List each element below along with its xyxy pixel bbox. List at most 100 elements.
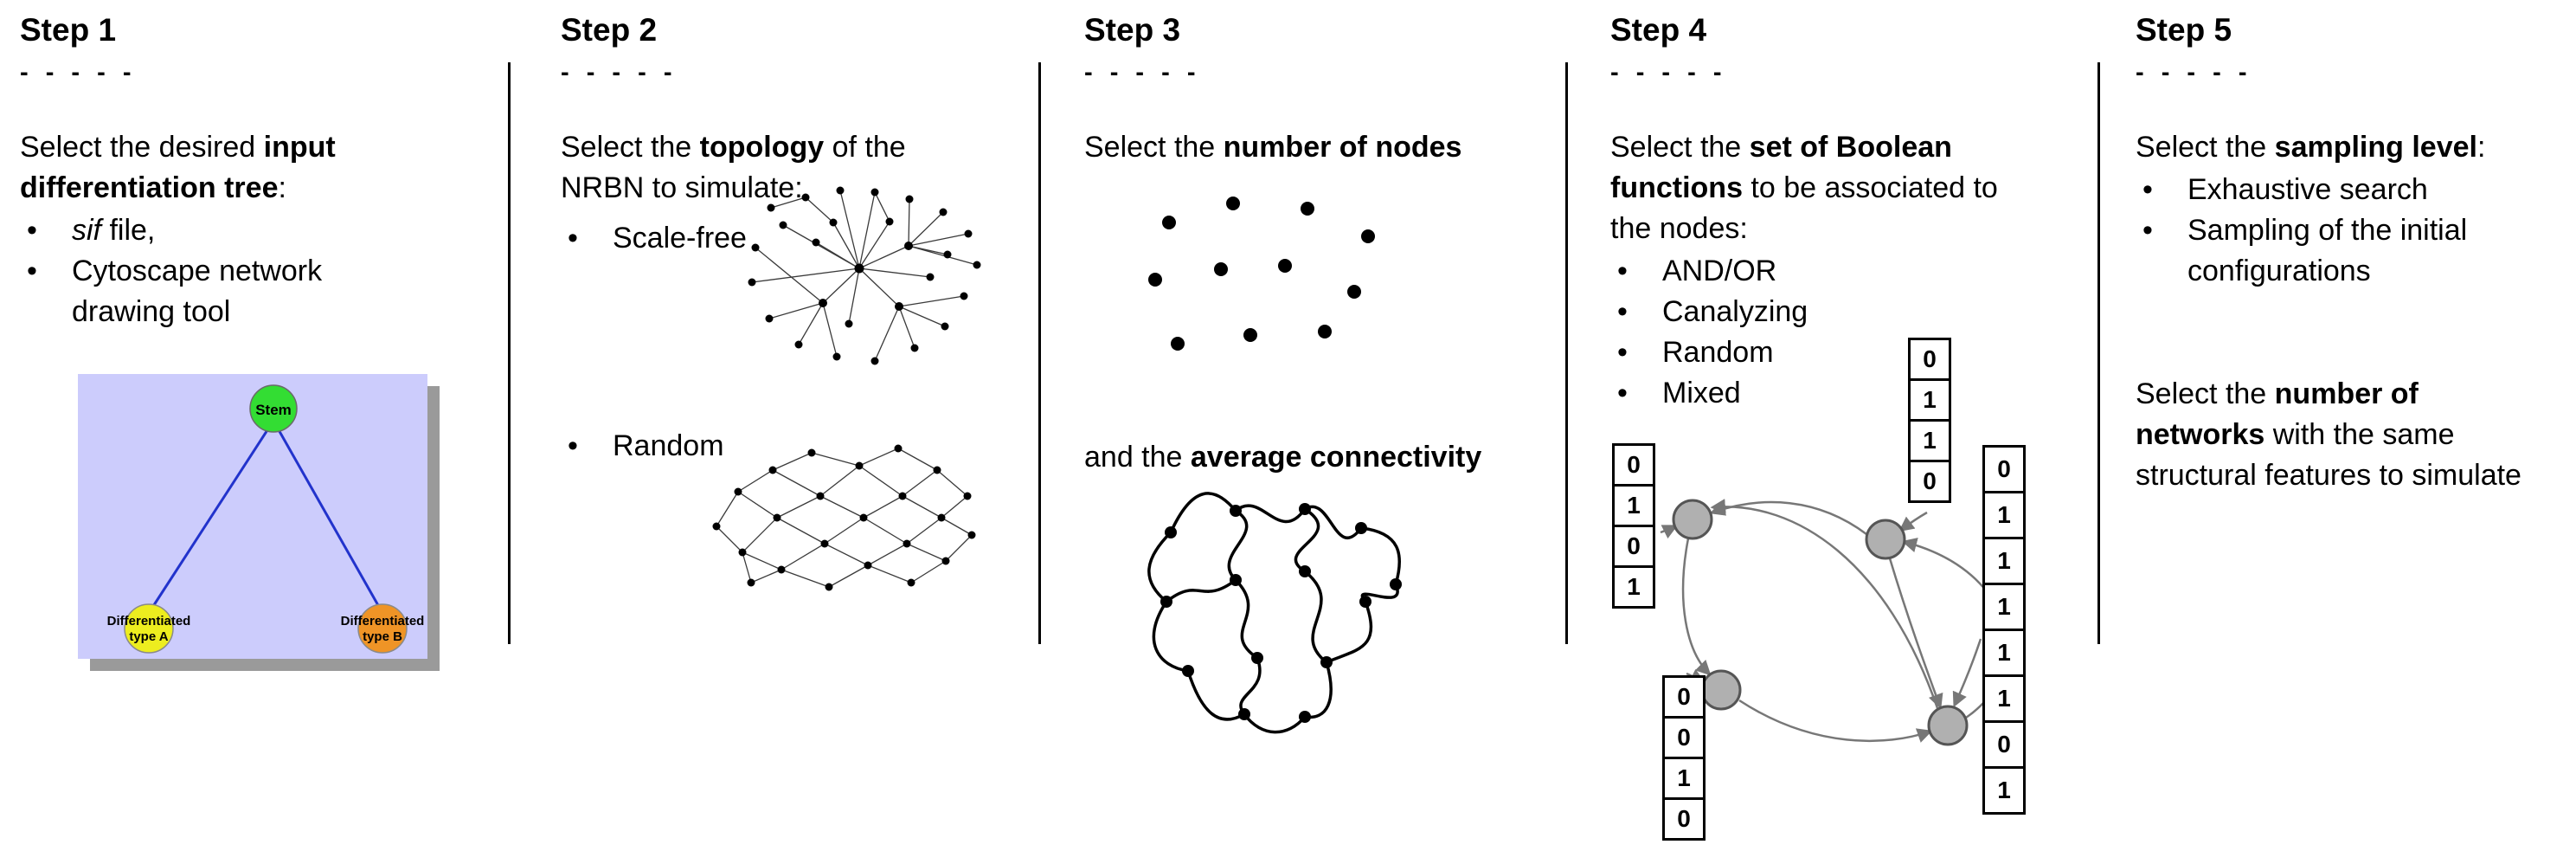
text-segment: NRBN to simulate: [561, 171, 803, 204]
differentiation-tree-illustration: Stem Differentiated type A Differentiate… [78, 374, 440, 671]
truth-table-cell: 1 [1612, 565, 1655, 609]
truth-table-cell: 0 [1612, 525, 1655, 568]
text-segment: Select the [2136, 377, 2275, 410]
type-b-node [357, 603, 408, 654]
step-3-column: Step 3 - - - - - Select the number of no… [1084, 0, 1577, 851]
truth-table-cell: 1 [1612, 484, 1655, 527]
scattered-nodes-illustration [1148, 197, 1375, 351]
type-a-node [124, 603, 174, 654]
text-segment: Select the [1610, 131, 1750, 164]
truth-table-cell: 0 [1908, 460, 1951, 503]
text-segment: and the [1084, 441, 1191, 474]
step-title: Step 1 [20, 12, 117, 48]
graph-edges [1147, 492, 1402, 734]
truth-table-cell: 1 [1982, 766, 2026, 815]
bullet-sampling: Sampling of the initial configurations [2136, 210, 2573, 292]
column-divider [1565, 62, 1568, 644]
truth-table-cell: 1 [1662, 757, 1706, 800]
truth-table-top: 0 1 1 0 [1908, 338, 1951, 503]
bullet-text: Mixed [1662, 377, 1741, 409]
bullet-text: Scale-free [613, 222, 747, 255]
bullet-and-or: AND/OR [1610, 251, 2030, 292]
text-segment: drawing tool [72, 295, 231, 328]
column-divider [508, 62, 511, 644]
node-dots [1148, 197, 1375, 351]
step-3-second-text: and the average connectivity [1084, 437, 1577, 478]
truth-table-cell: 0 [1982, 720, 2026, 769]
step-5-intro: Select the sampling level: [2136, 127, 2573, 168]
step-title: Step 4 [1610, 12, 1707, 48]
step-4-column: Step 4 - - - - - Select the set of Boole… [1610, 0, 2099, 851]
text-segment-bold: set of Boolean [1749, 131, 1952, 164]
text-segment: Cytoscape network [72, 255, 323, 287]
dashed-separator: - - - - - [561, 59, 678, 87]
scale-free-network-illustration [748, 186, 981, 365]
text-segment: configurations [2187, 255, 2371, 287]
truth-table-cell: 0 [1612, 443, 1655, 487]
text-segment-italic: sif [72, 214, 101, 247]
text-segment: with the same [2264, 418, 2455, 451]
network-edges [716, 448, 973, 588]
stem-node [249, 384, 298, 433]
network-nodes [712, 444, 976, 591]
step-4-intro: Select the set of Boolean functions to b… [1610, 127, 2030, 249]
truth-table-cell: 1 [1982, 491, 2026, 539]
step-2-column: Step 2 - - - - - Select the topology of … [561, 0, 1019, 851]
text-segment: structural features to simulate [2136, 459, 2521, 492]
text-segment: Select the [1084, 131, 1224, 164]
truth-table-cell: 1 [1982, 583, 2026, 631]
dashed-separator: - - - - - [2136, 59, 2252, 87]
step-5-second-text: Select the number of networks with the s… [2136, 374, 2573, 496]
text-segment: : [278, 171, 286, 204]
bullet-scale-free: Scale-free [561, 218, 838, 259]
truth-table-cell: 1 [1982, 674, 2026, 723]
bullet-text: Exhaustive search [2187, 173, 2428, 206]
step-2-intro: Select the topology of the NRBN to simul… [561, 127, 954, 209]
bullet-text: sif file, [72, 210, 396, 251]
text-segment: file, [101, 214, 156, 247]
text-segment-bold: number of [2274, 377, 2419, 410]
type-a-label-line1: Differentiated [107, 614, 191, 629]
text-segment: Sampling of the initial [2187, 214, 2468, 247]
step-1-column: Step 1 - - - - - Select the desired inpu… [20, 0, 504, 851]
column-divider [2097, 62, 2100, 644]
type-b-label-line1: Differentiated [341, 614, 425, 629]
text-segment-bold: topology [699, 131, 825, 164]
text-segment-bold: differentiation tree [20, 171, 279, 204]
text-segment-bold: networks [2136, 418, 2265, 451]
truth-table-cell: 1 [1908, 419, 1951, 462]
text-segment: Select the [2136, 131, 2275, 164]
stem-label: Stem [255, 402, 292, 418]
bullet-text: AND/OR [1662, 255, 1777, 287]
text-segment: the nodes: [1610, 212, 1748, 245]
random-network-illustration [712, 444, 976, 591]
tree-edge-a [147, 420, 275, 614]
text-segment: to be associated to [1742, 171, 1998, 204]
step-title: Step 2 [561, 12, 658, 48]
graph-nodes [1160, 503, 1402, 723]
truth-table-cell: 0 [1982, 445, 2026, 493]
text-segment: Select the [561, 131, 700, 164]
bullet-text: Cytoscape network drawing tool [72, 251, 396, 332]
step-3-intro: Select the number of nodes [1084, 127, 1577, 168]
truth-table-cell: 1 [1982, 537, 2026, 585]
tree-edge-b [272, 420, 384, 614]
text-segment-bold: input [263, 131, 336, 164]
step-1-intro: Select the desired input differentiation… [20, 127, 396, 209]
text-segment: : [2476, 131, 2486, 164]
text-segment-bold: number of nodes [1223, 131, 1462, 164]
connected-graph-illustration [1147, 492, 1402, 734]
dashed-separator: - - - - - [1084, 59, 1201, 87]
text-segment-bold: functions [1610, 171, 1743, 204]
step-title: Step 5 [2136, 12, 2232, 48]
truth-table-left: 0 1 0 1 [1612, 443, 1655, 609]
truth-table-cell: 0 [1662, 675, 1706, 719]
truth-table-right: 0 1 1 1 1 1 0 1 [1982, 445, 2026, 815]
bullet-random: Random [1610, 332, 2030, 373]
bullet-sif-file: sif file, [20, 210, 396, 251]
bullet-random: Random [561, 426, 838, 467]
text-segment: Select the desired [20, 131, 264, 164]
type-a-label-line2: type A [129, 629, 168, 644]
step-5-column: Step 5 - - - - - Select the sampling lev… [2136, 0, 2573, 851]
